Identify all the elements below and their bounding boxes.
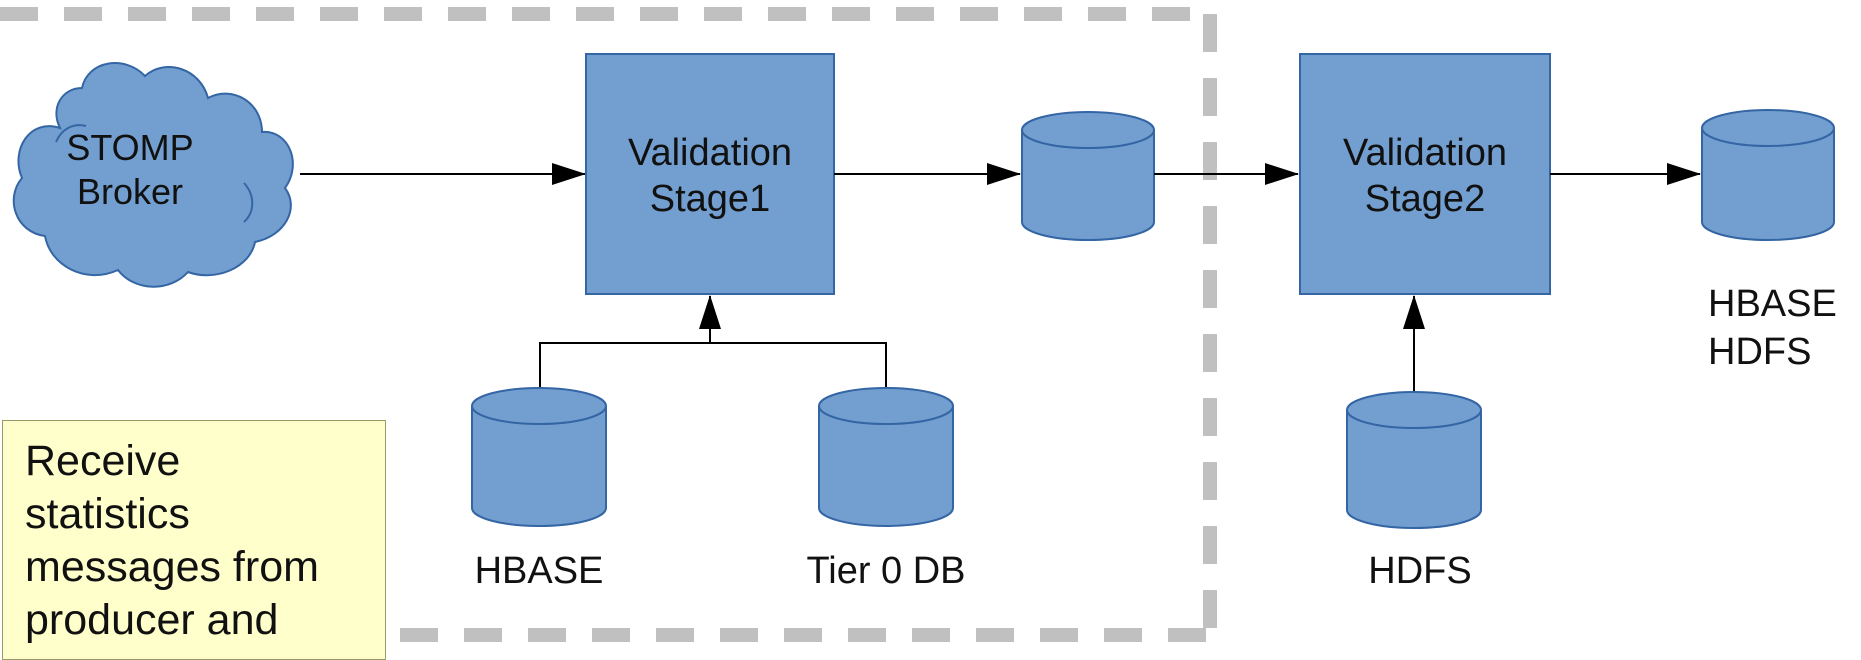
cloud-icon — [12, 62, 294, 288]
stomp-broker-cloud: STOMP Broker — [12, 62, 294, 288]
connector-hbase-tier0 — [539, 342, 887, 392]
tier0-label: Tier 0 DB — [806, 550, 965, 592]
stage2-label-line1: Validation — [1343, 132, 1507, 174]
output-label-line1: HBASE — [1708, 283, 1837, 325]
stage1-label-line1: Validation — [628, 132, 792, 174]
hdfs-database-icon — [1346, 391, 1482, 529]
dashed-group-boundary — [0, 7, 1217, 642]
note-line-3: messages from — [25, 543, 319, 591]
stage2-label-line2: Stage2 — [1365, 178, 1485, 220]
cloud-label-line2: Broker — [77, 171, 183, 212]
hbase-label: HBASE — [475, 550, 604, 592]
note-line-1: Receive — [25, 437, 181, 485]
note-line-4: producer and — [25, 596, 279, 644]
note-line-2: statistics — [25, 490, 190, 538]
hbase-database-icon — [471, 387, 607, 527]
output-database-icon — [1701, 109, 1835, 241]
cloud-label-line1: STOMP — [66, 127, 193, 168]
validation-stage1-box: Validation Stage1 — [585, 53, 835, 295]
stage1-rect — [585, 53, 835, 295]
description-note: Receive statistics messages from produce… — [2, 420, 386, 660]
output-label-line2: HDFS — [1708, 331, 1811, 373]
intermediate-database-icon — [1021, 111, 1155, 241]
cloud-inner-curve — [55, 124, 87, 143]
validation-stage2-box: Validation Stage2 — [1299, 53, 1551, 295]
cloud-inner-curve — [243, 182, 254, 223]
tier0-database-icon — [818, 387, 954, 527]
stage1-label-line2: Stage1 — [650, 178, 770, 220]
stage2-rect — [1299, 53, 1551, 295]
hdfs-label: HDFS — [1368, 550, 1471, 592]
